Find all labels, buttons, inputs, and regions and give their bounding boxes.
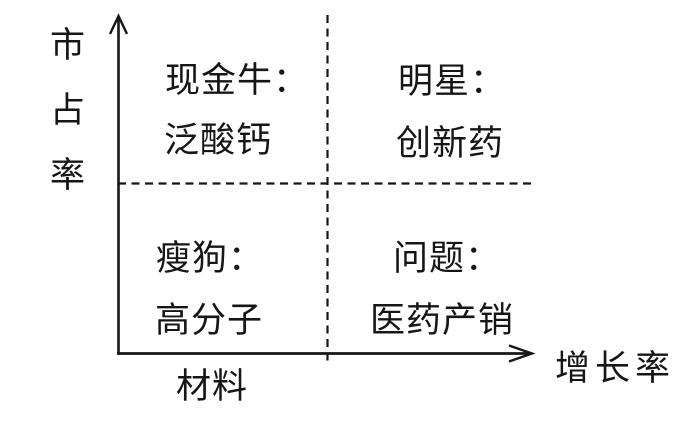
x-axis-arrowhead — [508, 344, 536, 363]
quadrant-cash-cow-item: 泛酸钙 — [164, 121, 273, 160]
quadrant-question-item: 医药产销 — [370, 301, 515, 340]
quadrant-dog-item-line2: 材料 — [176, 367, 249, 406]
quadrant-dog-item: 高分子 — [155, 301, 264, 340]
y-axis-label: 市占率 — [45, 26, 84, 221]
quadrant-star-item: 创新药 — [396, 124, 505, 163]
quadrant-star-title: 明星： — [398, 62, 507, 101]
quadrant-dog-title: 瘦狗： — [156, 239, 265, 278]
quadrant-cash-cow-title: 现金牛： — [165, 61, 310, 100]
x-axis-label: 增长率 — [555, 349, 676, 388]
y-axis-arrowhead — [108, 13, 129, 35]
quadrant-question-title: 问题： — [393, 239, 502, 278]
